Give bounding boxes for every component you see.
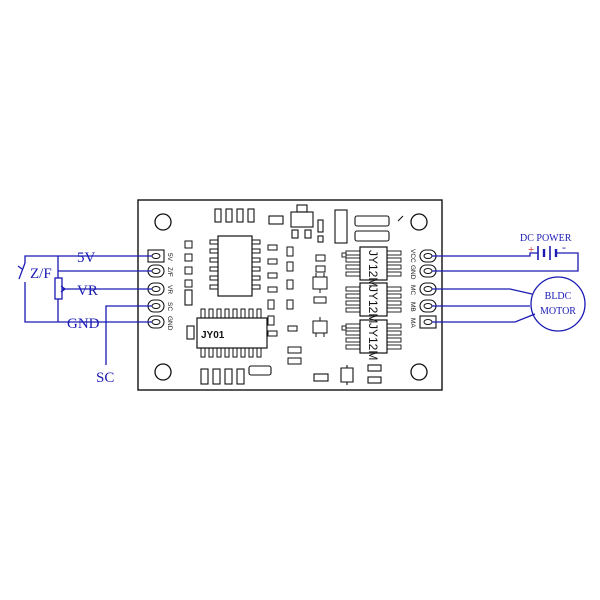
driver-chip-label-1: JY12M (366, 250, 380, 287)
right-pin-label-vcc: VCC (409, 249, 416, 263)
zf-switch-arrow (17, 265, 23, 270)
left-labels: 5V Z/F VR GND SC (30, 250, 114, 386)
wire-ma (432, 313, 536, 323)
right-pin-label-mc: MC (409, 285, 416, 295)
left-resistor (184, 289, 193, 306)
mounting-hole (410, 213, 428, 231)
wire-vcc (432, 252, 538, 257)
potentiometer (54, 277, 63, 300)
driver-chip-label-3: JY12M (366, 323, 380, 360)
left-pin-label-sc: SC (166, 302, 173, 311)
wire-sc (105, 305, 152, 365)
battery-plus-sign: + (528, 244, 534, 256)
vr-wiper-arrow (60, 285, 66, 293)
wire-gnd (24, 282, 152, 323)
right-labels: DC POWER + - BLDC MOTOR (520, 233, 576, 317)
wire-mc (432, 288, 533, 295)
top-components (214, 204, 404, 244)
right-pin-label-mb: MB (409, 302, 416, 312)
driver-chip-label-2: JY12M (366, 286, 380, 323)
label-sc: SC (96, 370, 114, 386)
logic-ic (209, 235, 261, 297)
left-pin-label-gnd: GND (166, 316, 173, 331)
bldc-motor-body (530, 276, 586, 332)
mounting-hole (154, 363, 172, 381)
left-wiring (17, 255, 152, 365)
board-outline (137, 199, 443, 391)
bottom-components (186, 325, 382, 385)
small-parts (267, 244, 328, 365)
left-pin-label-5v: 5V (166, 253, 173, 262)
left-pin-label-vr: VR (166, 285, 173, 294)
label-gnd: GND (67, 316, 100, 332)
left-pin-label-zf: Z/F (166, 267, 173, 277)
jy01-chip-label: JY01 (201, 330, 225, 341)
label-5v: 5V (77, 250, 96, 266)
right-pin-label-gnd: GND (409, 265, 416, 280)
wire-5v (24, 255, 152, 263)
mounting-hole (154, 213, 172, 231)
mounting-hole (410, 363, 428, 381)
battery-minus-sign: - (562, 240, 566, 254)
label-vr: VR (77, 283, 98, 299)
right-pin-label-ma: MA (409, 318, 416, 328)
zf-switch (18, 262, 26, 280)
controller-board: JY01 (137, 199, 443, 391)
label-dc-power: DC POWER (520, 233, 572, 244)
jy01-chip: JY01 (196, 308, 268, 358)
label-zf: Z/F (30, 266, 52, 282)
driver-chips: JY12M JY12M JY12M (341, 246, 402, 360)
wire-gnd-power (432, 252, 579, 272)
motor-label-line-1: BLDC (545, 291, 572, 302)
right-wiring (432, 246, 586, 332)
motor-label-line-2: MOTOR (540, 306, 576, 317)
